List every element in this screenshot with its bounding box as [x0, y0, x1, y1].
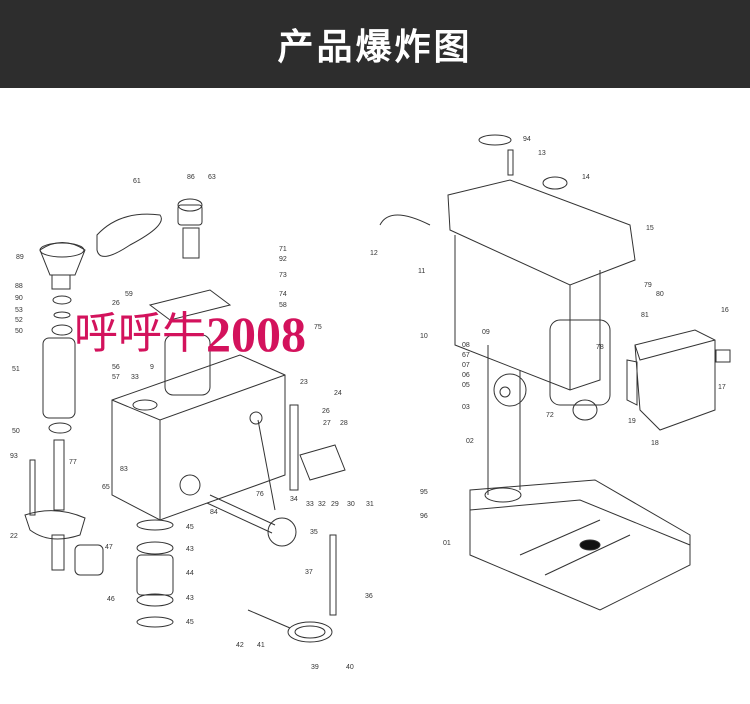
diagram-drawing	[24, 134, 731, 643]
part-label: 17	[718, 384, 726, 391]
part-label: 05	[462, 382, 470, 389]
part-label: 09	[482, 329, 490, 336]
part-label: 02	[466, 438, 474, 445]
part-label: 26	[322, 408, 330, 415]
part-label: 01	[443, 540, 451, 547]
part-label: 95	[420, 489, 428, 496]
part-label: 83	[120, 466, 128, 473]
part-label: 22	[10, 533, 18, 540]
part-label: 27	[323, 420, 331, 427]
part-label: 35	[310, 529, 318, 536]
part-label: 16	[721, 307, 729, 314]
header-bar: 产品爆炸图	[0, 0, 750, 88]
part-label: 51	[12, 366, 20, 373]
part-label: 31	[366, 501, 374, 508]
part-label: 53	[15, 307, 23, 314]
part-label: 9	[150, 364, 154, 371]
part-label: 33	[306, 501, 314, 508]
part-label: 28	[340, 420, 348, 427]
part-label: 59	[125, 291, 133, 298]
part-label: 92	[279, 256, 287, 263]
part-label: 07	[462, 362, 470, 369]
part-label: 47	[105, 544, 113, 551]
page-title: 产品爆炸图	[277, 27, 473, 68]
part-label: 12	[370, 250, 378, 257]
part-label: 84	[210, 509, 218, 516]
part-label: 19	[628, 418, 636, 425]
part-label: 93	[10, 453, 18, 460]
part-label: 58	[279, 302, 287, 309]
part-label: 50	[12, 428, 20, 435]
part-label: 73	[279, 272, 287, 279]
part-label: 86	[187, 174, 195, 181]
part-label: 57	[112, 374, 120, 381]
part-label: 81	[641, 312, 649, 319]
part-label: 43	[186, 595, 194, 602]
part-label: 46	[107, 596, 115, 603]
part-label: 41	[257, 642, 265, 649]
part-label: 42	[236, 642, 244, 649]
part-label: 30	[347, 501, 355, 508]
part-label: 29	[331, 501, 339, 508]
part-label: 37	[305, 569, 313, 576]
part-label: 45	[186, 619, 194, 626]
part-label: 76	[256, 491, 264, 498]
part-label: 23	[300, 379, 308, 386]
part-label: 26	[112, 300, 120, 307]
part-label: 96	[420, 513, 428, 520]
part-label: 36	[365, 593, 373, 600]
part-label: 56	[112, 364, 120, 371]
part-label: 18	[651, 440, 659, 447]
part-label: 90	[15, 295, 23, 302]
part-label: 44	[186, 570, 194, 577]
part-label: 61	[133, 178, 141, 185]
exploded-diagram: 61 86 63 89 88 90 53 52 50 51 50 93 77 6…	[0, 88, 750, 704]
right-drill-press	[379, 134, 731, 611]
part-label: 11	[418, 268, 426, 275]
part-label: 79	[644, 282, 652, 289]
part-label: 06	[462, 372, 470, 379]
part-label: 67	[462, 352, 470, 359]
part-label: 88	[15, 283, 23, 290]
part-label: 15	[646, 225, 654, 232]
part-label: 33	[131, 374, 139, 381]
part-label: 63	[208, 174, 216, 181]
part-label: 13	[538, 150, 546, 157]
part-label: 94	[523, 136, 531, 143]
part-label: 45	[186, 524, 194, 531]
part-label: 52	[15, 317, 23, 324]
part-label: 39	[311, 664, 319, 671]
left-head-assembly	[24, 198, 346, 643]
part-label: 43	[186, 546, 194, 553]
part-label: 08	[462, 342, 470, 349]
watermark-text-cn: 呼呼牛	[74, 308, 206, 359]
part-label: 10	[420, 333, 428, 340]
part-label: 80	[656, 291, 664, 298]
part-label: 78	[596, 344, 604, 351]
part-label: 24	[334, 390, 342, 397]
part-label: 34	[290, 496, 298, 503]
part-label: 71	[279, 246, 287, 253]
watermark: 呼呼牛2008	[74, 306, 306, 362]
part-label: 03	[462, 404, 470, 411]
part-label: 40	[346, 664, 354, 671]
part-label: 72	[546, 412, 554, 419]
part-label: 75	[314, 324, 322, 331]
part-label: 50	[15, 328, 23, 335]
part-label: 89	[16, 254, 24, 261]
part-label: 32	[318, 501, 326, 508]
part-label: 14	[582, 174, 590, 181]
part-label: 74	[279, 291, 287, 298]
part-label: 77	[69, 459, 77, 466]
watermark-text-num: 2008	[206, 306, 306, 362]
part-label: 65	[102, 484, 110, 491]
